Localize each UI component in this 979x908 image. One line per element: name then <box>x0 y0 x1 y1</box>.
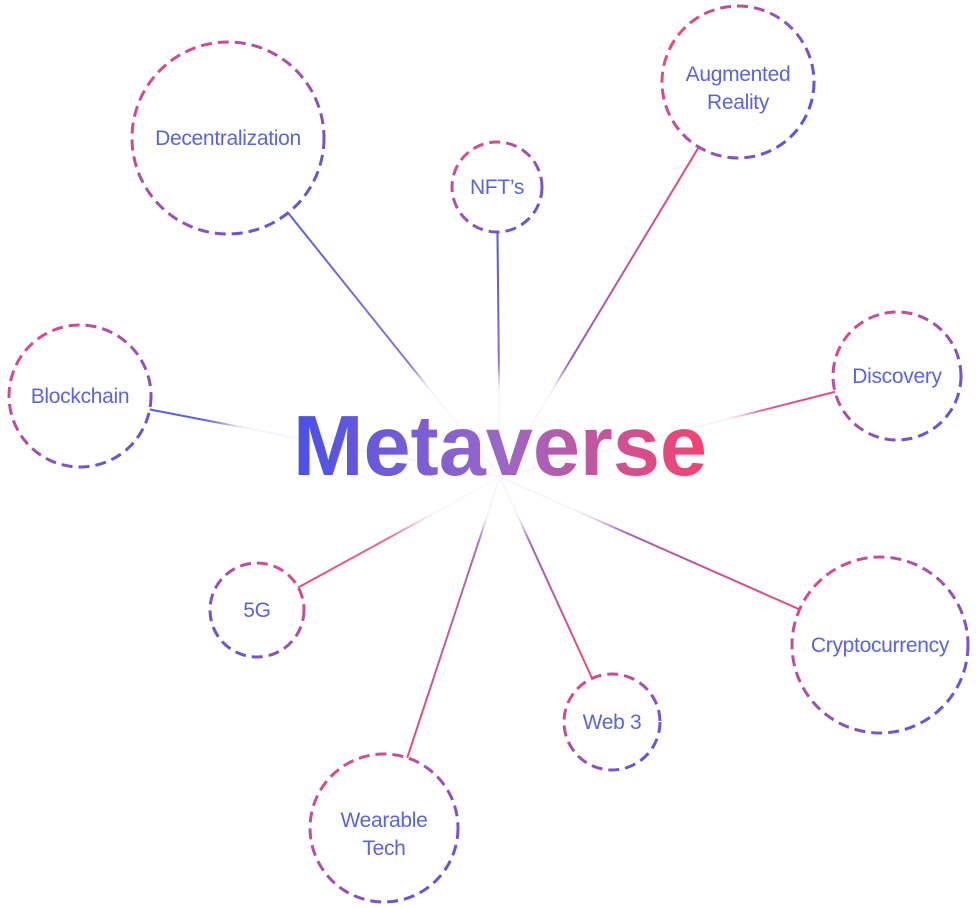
center-glow <box>205 374 789 530</box>
node-label-five-g: 5G <box>243 599 270 622</box>
node-cryptocurrency[interactable] <box>790 555 970 735</box>
node-augmented-reality[interactable] <box>660 4 816 160</box>
topic-nodes <box>7 4 970 904</box>
node-label-decentralization: Decentralization <box>155 127 301 150</box>
node-decentralization[interactable] <box>130 40 326 236</box>
node-label-cryptocurrency: Cryptocurrency <box>811 634 950 657</box>
center-title: Metaverse <box>293 399 707 494</box>
node-label-web-3: Web 3 <box>583 711 642 734</box>
node-five-g[interactable] <box>208 561 306 659</box>
node-blockchain[interactable] <box>7 323 153 469</box>
node-label-blockchain: Blockchain <box>31 385 130 408</box>
node-nfts[interactable] <box>450 140 544 234</box>
node-discovery[interactable] <box>831 310 963 442</box>
node-label-nfts: NFT’s <box>470 176 524 199</box>
node-wearable-tech[interactable] <box>308 752 460 904</box>
node-web-3[interactable] <box>562 672 662 772</box>
node-label-discovery: Discovery <box>852 365 942 388</box>
